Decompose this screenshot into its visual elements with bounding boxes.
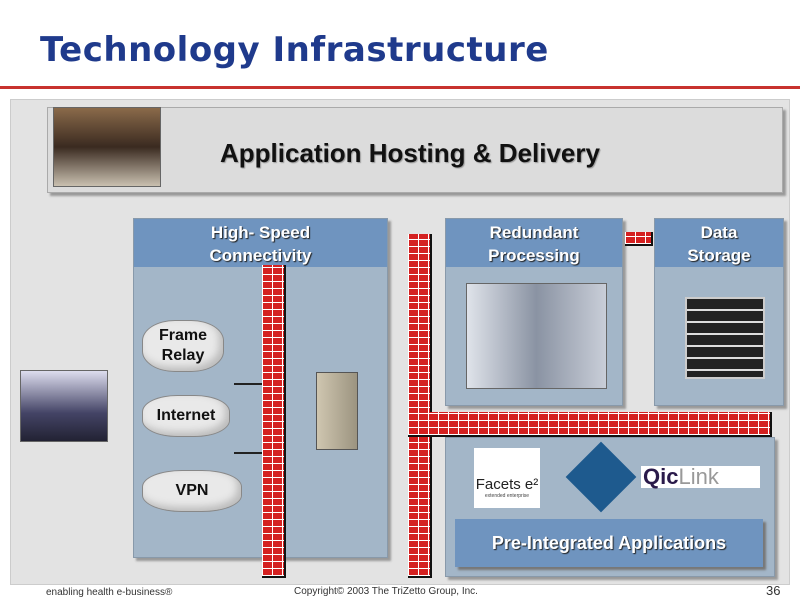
cloud-frame-relay: Frame Relay <box>142 320 224 372</box>
cloud-internet: Internet <box>142 395 230 437</box>
hosting-label: Application Hosting & Delivery <box>220 138 600 168</box>
storage-array-icon <box>685 297 765 379</box>
user-workstation-photo <box>20 370 108 442</box>
firewall-icon <box>408 412 772 437</box>
facets-logo-subtext: extended enterprise <box>484 493 530 499</box>
qiclink-logo-a: Qic <box>643 464 679 489</box>
storage-label-2: Storage <box>687 246 751 265</box>
connectivity-label-1: High- Speed <box>210 223 311 242</box>
hosting-banner <box>47 107 783 193</box>
qiclink-logo-b: Link <box>678 464 719 489</box>
processing-label-2: Processing <box>488 246 580 265</box>
title-divider <box>0 86 800 89</box>
facets-logo: Facets e² extended enterprise <box>474 448 540 508</box>
data-center-photo <box>466 283 607 389</box>
operations-center-photo <box>53 107 161 187</box>
firewall-icon <box>625 232 653 246</box>
qiclink-logo: QicLink <box>641 466 760 488</box>
page-title: Technology Infrastructure <box>40 30 549 70</box>
connector-line <box>234 452 264 454</box>
facets-logo-text: Facets e² <box>475 476 539 493</box>
connector-line <box>234 383 264 385</box>
footer-copyright: Copyright© 2003 The TriZetto Group, Inc. <box>294 586 478 597</box>
pre-integrated-applications-label: Pre-Integrated Applications <box>455 519 763 567</box>
firewall-icon <box>408 234 432 578</box>
firewall-icon <box>262 265 286 578</box>
server-icon <box>316 372 358 450</box>
cloud-vpn: VPN <box>142 470 242 512</box>
storage-label-1: Data <box>700 223 738 242</box>
processing-label-1: Redundant <box>489 223 579 242</box>
footer-tagline: enabling health e-business® <box>46 587 173 598</box>
connectivity-label-2: Connectivity <box>209 246 312 265</box>
page-number: 36 <box>766 583 781 598</box>
